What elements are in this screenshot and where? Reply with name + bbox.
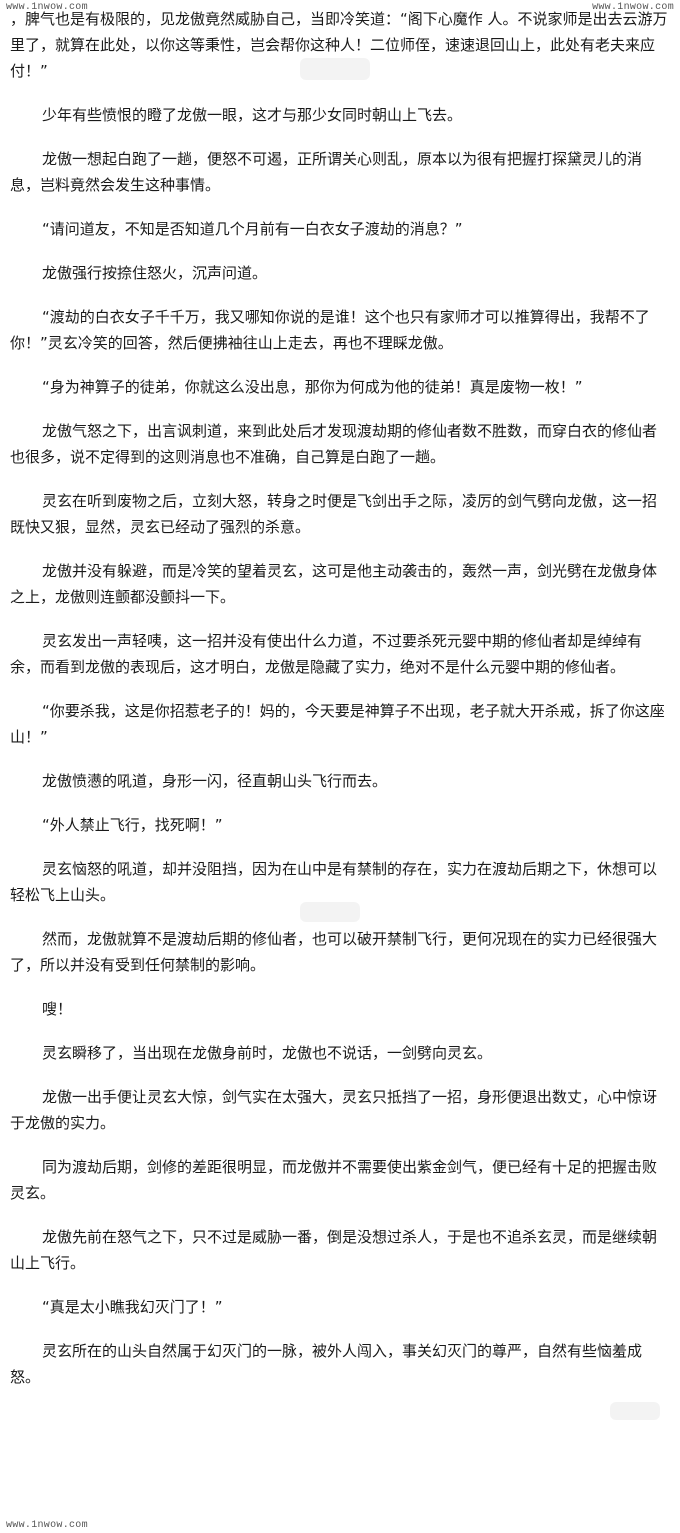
watermark-top-right: www.1nwow.com [592, 2, 674, 13]
paragraph: 灵玄恼怒的吼道，却并没阻挡，因为在山中是有禁制的存在，实力在渡劫后期之下，休想可… [10, 860, 658, 904]
article-body: ，脾气也是有极限的，见龙傲竟然威胁自己，当即冷笑道：“阁下心魔作 人。不说家师是… [8, 0, 670, 1390]
paragraph: “你要杀我，这是你招惹老子的！妈的，今天要是神算子不出现，老子就大开杀戒，拆了你… [10, 702, 665, 746]
paragraph: 然而，龙傲就算不是渡劫后期的修仙者，也可以破开禁制飞行，更何况现在的实力已经很强… [10, 930, 658, 974]
paragraph: 龙傲气怒之下，出言讽刺道，来到此处后才发现渡劫期的修仙者数不胜数，而穿白衣的修仙… [10, 422, 658, 466]
paragraph: 同为渡劫后期，剑修的差距很明显，而龙傲并不需要使出紫金剑气，便已经有十足的把握击… [10, 1158, 658, 1202]
paragraph: 灵玄瞬移了，当出现在龙傲身前时，龙傲也不说话，一剑劈向灵玄。 [42, 1044, 493, 1062]
paragraph: 灵玄发出一声轻咦，这一招并没有使出什么力道，不过要杀死元婴中期的修仙者却是绰绰有… [10, 632, 643, 676]
paragraph: 龙傲一出手便让灵玄大惊，剑气实在太强大，灵玄只抵挡了一招，身形便退出数丈，心中惊… [10, 1088, 658, 1132]
paragraph: 龙傲并没有躲避，而是冷笑的望着灵玄，这可是他主动袭击的，轰然一声，剑光劈在龙傲身… [10, 562, 658, 606]
watermark-top-left: www.1nwow.com [6, 2, 88, 13]
paragraph: 嗖！ [42, 1000, 73, 1018]
paragraph: 龙傲先前在怒气之下，只不过是威胁一番，倒是没想过杀人，于是也不追杀玄灵，而是继续… [10, 1228, 658, 1272]
scan-smudge [300, 902, 360, 922]
paragraph: 灵玄所在的山头自然属于幻灭门的一脉，被外人闯入，事关幻灭门的尊严，自然有些恼羞成… [10, 1342, 643, 1386]
paragraph: 灵玄在听到废物之后，立刻大怒，转身之时便是飞剑出手之际，凌厉的剑气劈向龙傲，这一… [10, 492, 658, 536]
paragraph: 龙傲一想起白跑了一趟，便怒不可遏，正所谓关心则乱，原本以为很有把握打探黛灵儿的消… [10, 150, 643, 194]
paragraph: “请问道友，不知是否知道几个月前有一白衣女子渡劫的消息？” [42, 220, 463, 238]
paragraph: “身为神算子的徒弟，你就这么没出息，那你为何成为他的徒弟！真是废物一枚！” [42, 378, 583, 396]
scan-smudge [610, 1402, 660, 1420]
paragraph: “真是太小瞧我幻灭门了！” [42, 1298, 223, 1316]
paragraph: 龙傲愤懑的吼道，身形一闪，径直朝山头飞行而去。 [42, 772, 388, 790]
paragraph: 龙傲强行按捺住怒火，沉声问道。 [42, 264, 268, 282]
scan-smudge [300, 58, 370, 80]
paragraph: “渡劫的白衣女子千千万，我又哪知你说的是谁！这个也只有家师才可以推算得出，我帮不… [10, 308, 650, 352]
watermark-bottom-left: www.1nwow.com [6, 1520, 88, 1531]
paragraph: ，脾气也是有极限的，见龙傲竟然威胁自己，当即冷笑道：“阁下心魔作 人。不说家师是… [10, 10, 668, 80]
paragraph: 少年有些愤恨的瞪了龙傲一眼，这才与那少女同时朝山上飞去。 [42, 106, 463, 124]
paragraph: “外人禁止飞行，找死啊！” [42, 816, 223, 834]
